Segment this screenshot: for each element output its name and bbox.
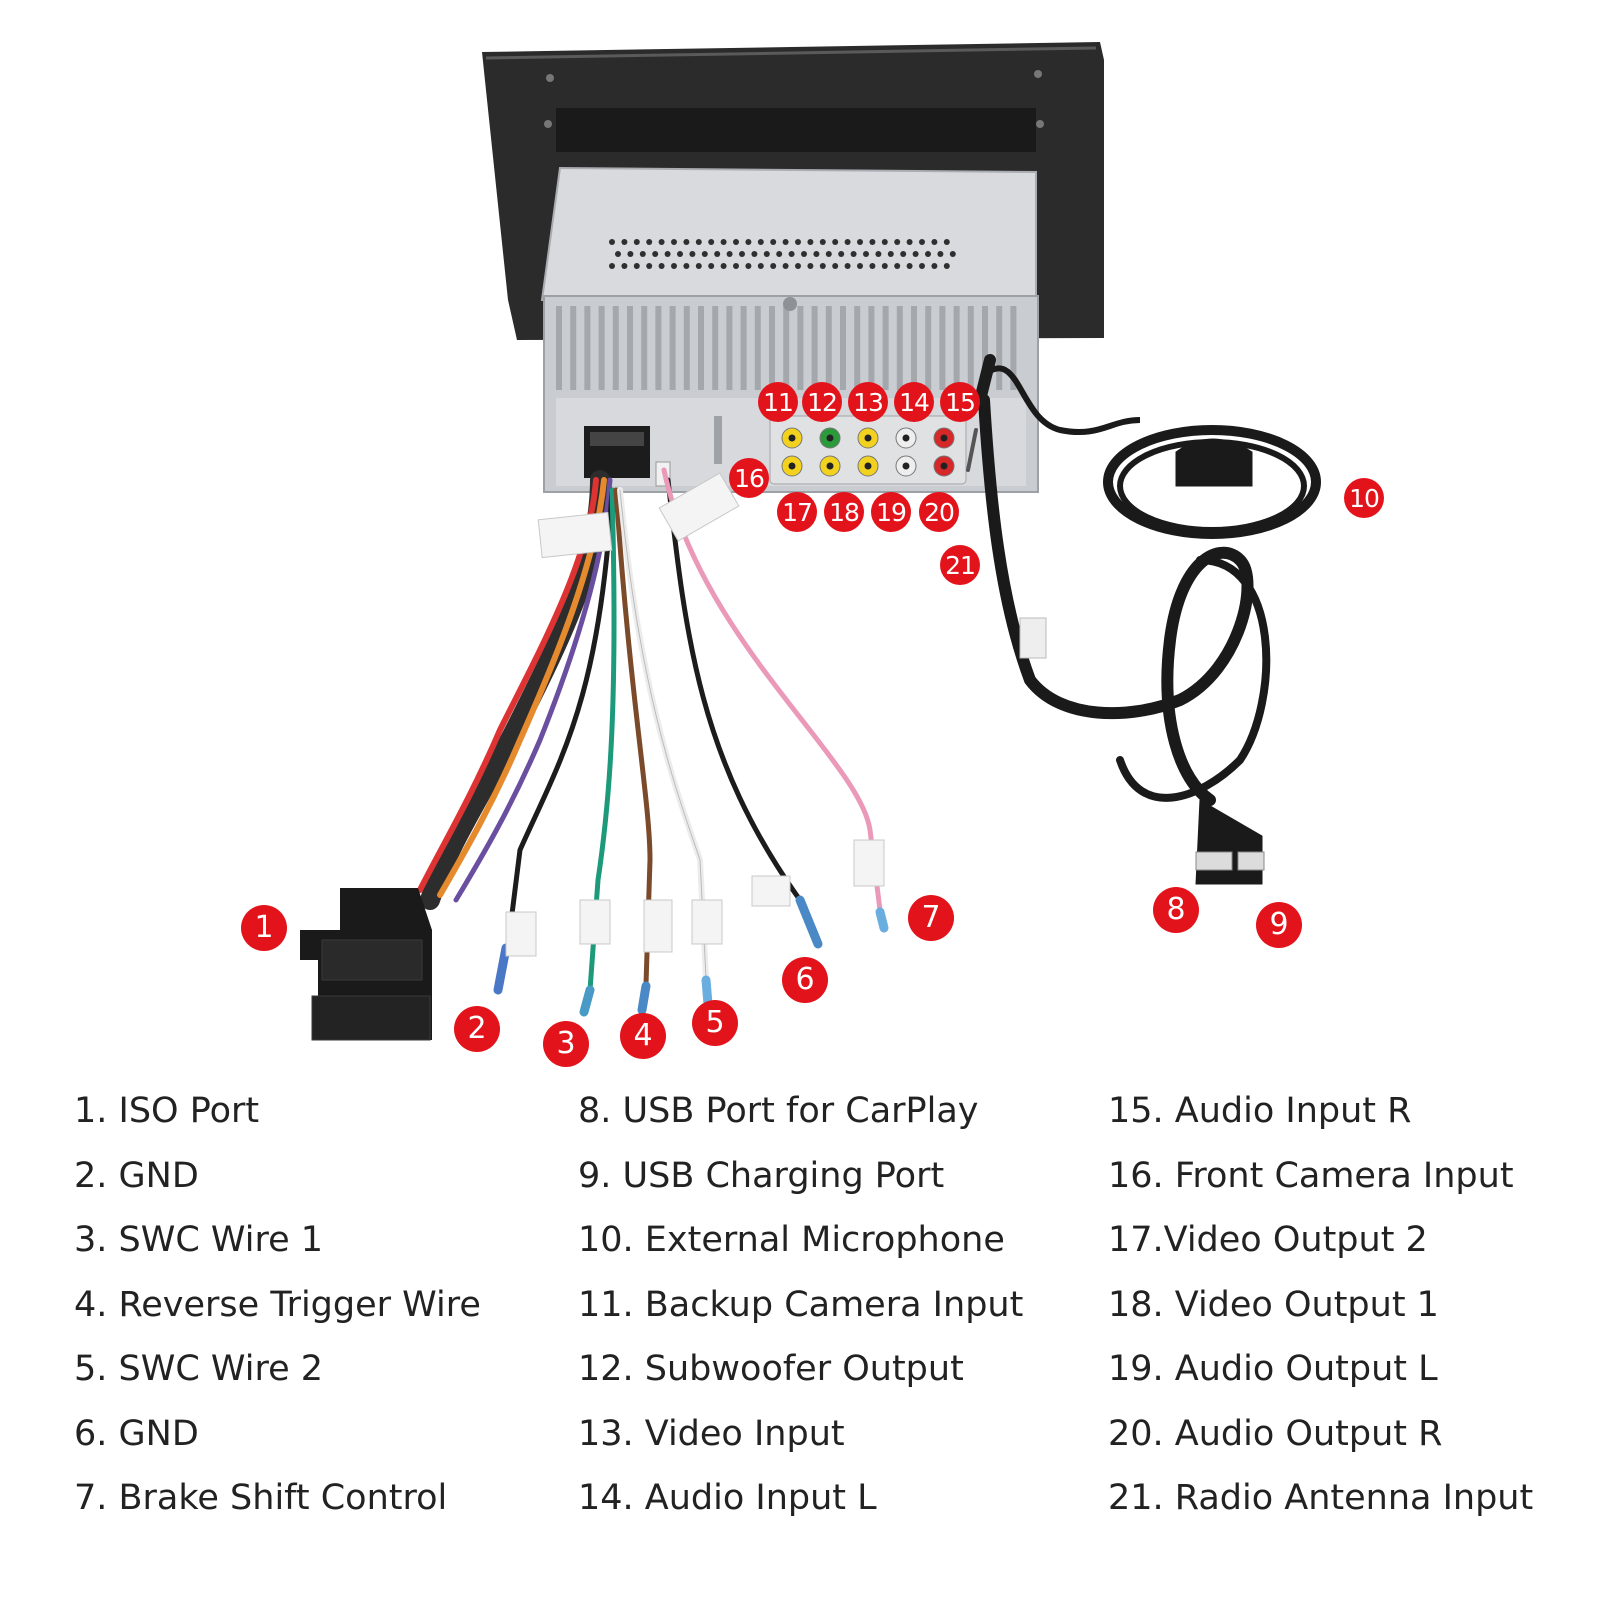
legend-item: 20. Audio Output R bbox=[1108, 1413, 1443, 1454]
legend-item: 16. Front Camera Input bbox=[1108, 1155, 1514, 1196]
marker-18: 18 bbox=[824, 492, 864, 532]
legend-item: 21. Radio Antenna Input bbox=[1108, 1478, 1534, 1518]
legend-item: 17.Video Output 2 bbox=[1108, 1220, 1428, 1260]
marker-20: 20 bbox=[919, 492, 959, 532]
marker-12: 12 bbox=[802, 382, 842, 422]
legend-item: 11. Backup Camera Input bbox=[578, 1284, 1024, 1325]
heat-fins bbox=[556, 306, 1017, 390]
legend-item: 8. USB Port for CarPlay bbox=[578, 1091, 979, 1131]
marker-1: 1 bbox=[241, 905, 287, 951]
legend-item: 7. Brake Shift Control bbox=[74, 1478, 448, 1518]
legend-item: 2. GND bbox=[74, 1155, 199, 1196]
legend-item: 15. Audio Input R bbox=[1108, 1091, 1412, 1131]
legend-item: 10. External Microphone bbox=[578, 1220, 1005, 1260]
wire-tips bbox=[493, 839, 889, 1017]
marker-11: 11 bbox=[758, 382, 798, 422]
legend-item: 9. USB Charging Port bbox=[578, 1155, 945, 1196]
rca-connectors bbox=[781, 427, 955, 477]
wiring-harness bbox=[417, 467, 883, 993]
legend-item: 1. ISO Port bbox=[74, 1091, 260, 1131]
iso-connector bbox=[300, 888, 432, 1041]
legend-item: 19. Audio Output L bbox=[1108, 1349, 1438, 1389]
legend-column-2: 8. USB Port for CarPlay 9. USB Charging … bbox=[578, 1088, 1023, 1540]
marker-6: 6 bbox=[782, 957, 828, 1003]
marker-13: 13 bbox=[848, 382, 888, 422]
marker-21: 21 bbox=[940, 545, 980, 585]
wiring-diagram: 1 2 3 4 5 6 7 8 9 10 11 12 13 14 15 16 1… bbox=[241, 42, 1384, 1067]
marker-17: 17 bbox=[777, 492, 817, 532]
legend-item: 13. Video Input bbox=[578, 1413, 845, 1454]
radio-antenna-cable bbox=[966, 354, 996, 472]
chassis bbox=[540, 166, 1039, 493]
marker-14: 14 bbox=[894, 382, 934, 422]
legend-item: 14. Audio Input L bbox=[578, 1478, 877, 1518]
marker-8: 8 bbox=[1153, 887, 1199, 933]
legend-item: 18. Video Output 1 bbox=[1108, 1284, 1439, 1325]
marker-4: 4 bbox=[620, 1013, 666, 1059]
legend-item: 12. Subwoofer Output bbox=[578, 1349, 964, 1389]
marker-2: 2 bbox=[454, 1006, 500, 1052]
legend-item: 4. Reverse Trigger Wire bbox=[74, 1284, 481, 1325]
legend-item: 3. SWC Wire 1 bbox=[74, 1220, 324, 1260]
legend-item: 6. GND bbox=[74, 1413, 199, 1454]
legend-item: 5. SWC Wire 2 bbox=[74, 1349, 324, 1389]
marker-3: 3 bbox=[543, 1021, 589, 1067]
legend-column-3: 15. Audio Input R 16. Front Camera Input… bbox=[1108, 1088, 1533, 1540]
usb-cable bbox=[978, 394, 1271, 885]
marker-9: 9 bbox=[1256, 902, 1302, 948]
legend-column-1: 1. ISO Port 2. GND 3. SWC Wire 1 4. Reve… bbox=[74, 1088, 481, 1540]
marker-16: 16 bbox=[729, 458, 769, 498]
vent-holes bbox=[609, 239, 956, 269]
marker-5: 5 bbox=[692, 1000, 738, 1046]
marker-10: 10 bbox=[1344, 478, 1384, 518]
marker-19: 19 bbox=[871, 492, 911, 532]
marker-15: 15 bbox=[940, 382, 980, 422]
port-legend: 1. ISO Port 2. GND 3. SWC Wire 1 4. Reve… bbox=[0, 1088, 1600, 1548]
external-microphone bbox=[986, 365, 1321, 539]
head-unit-illustration bbox=[300, 42, 1321, 1041]
marker-7: 7 bbox=[908, 895, 954, 941]
